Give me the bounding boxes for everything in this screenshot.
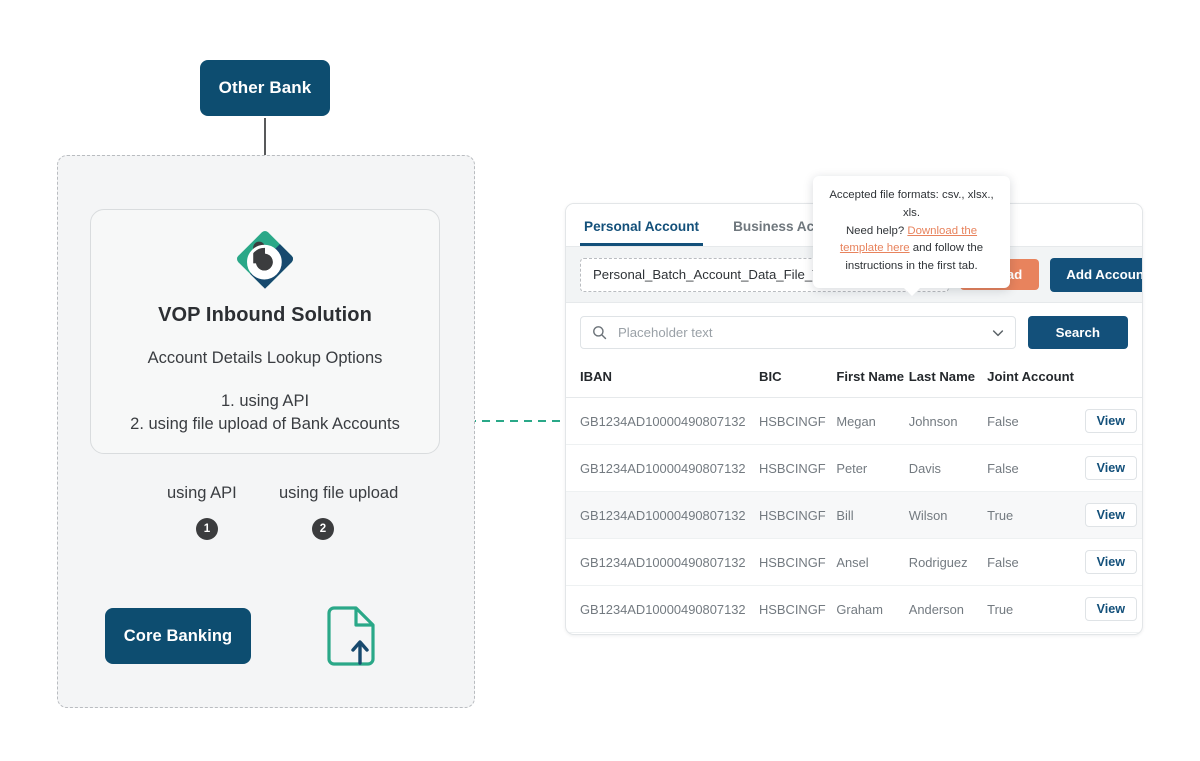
accounts-table: IBAN BIC First Name Last Name Joint Acco… — [566, 363, 1142, 635]
vop-option-2: 2. using file upload of Bank Accounts — [130, 415, 400, 434]
search-button[interactable]: Search — [1027, 316, 1128, 349]
vop-subtitle: Account Details Lookup Options — [147, 349, 383, 367]
view-button[interactable]: View — [1084, 456, 1138, 480]
cell-actions: View — [1079, 538, 1142, 586]
cell-last-name: Wilson — [908, 491, 988, 539]
cell-joint-account: True — [987, 585, 1080, 633]
cell-first-name: Ansel — [836, 538, 909, 586]
file-upload-icon — [327, 606, 375, 666]
cell-actions: View — [1079, 585, 1142, 633]
cell-first-name: Bill — [836, 491, 909, 539]
cell-first-name: Peter — [836, 444, 909, 492]
cell-actions: View — [1079, 397, 1142, 445]
cell-bic: HSBCINGF — [759, 585, 837, 633]
edge-label-using-api: using API — [167, 484, 237, 502]
other-bank-node[interactable]: Other Bank — [200, 60, 330, 116]
cell-last-name: Anderson — [908, 585, 988, 633]
view-button[interactable]: View — [1084, 550, 1138, 574]
core-banking-node[interactable]: Core Banking — [105, 608, 251, 664]
table-row[interactable]: GB1234AD10573220807132HSBCINGFHarrySmith… — [566, 633, 1142, 635]
vop-brand-logo-icon — [236, 230, 294, 289]
cell-bic: HSBCINGF — [759, 491, 837, 539]
cell-iban: GB1234AD10000490807132 — [566, 585, 759, 633]
cell-first-name: Harry — [836, 633, 908, 635]
other-bank-label: Other Bank — [218, 78, 312, 97]
cell-actions: View — [1080, 633, 1142, 635]
search-input[interactable] — [616, 324, 991, 341]
tooltip-line-1: Accepted file formats: csv., xlsx., xls. — [829, 189, 994, 219]
tooltip-text-before: Need help? — [845, 224, 908, 237]
chevron-down-icon[interactable] — [991, 326, 1005, 340]
tab-personal-account[interactable]: Personal Account — [580, 219, 704, 246]
table-head: IBAN BIC First Name Last Name Joint Acco… — [566, 363, 1142, 398]
cell-iban: GB1234AD10000490807132 — [566, 397, 759, 445]
cell-joint-account: False — [987, 538, 1080, 586]
cell-actions: View — [1079, 444, 1142, 492]
column-header-first-name: First Name — [836, 363, 909, 398]
add-account-button[interactable]: Add Account — [1050, 257, 1142, 292]
cell-iban: GB1234AD10000490807132 — [566, 491, 759, 539]
cell-joint-account: False — [987, 444, 1080, 492]
cell-last-name: Smith — [909, 633, 987, 635]
cell-bic: HSBCINGF — [759, 538, 837, 586]
cell-last-name: Rodriguez — [908, 538, 988, 586]
column-header-bic: BIC — [759, 363, 837, 398]
cell-bic: HSBCINGF — [759, 397, 837, 445]
tooltip-text-after: and follow the instructions in the first… — [845, 242, 984, 273]
table-header-row: IBAN BIC First Name Last Name Joint Acco… — [566, 363, 1142, 398]
download-template-link[interactable]: Download the template here — [839, 224, 978, 255]
column-header-joint-account: Joint Account — [987, 363, 1080, 398]
search-icon — [593, 326, 607, 340]
vop-title: VOP Inbound Solution — [158, 304, 372, 326]
column-header-last-name: Last Name — [908, 363, 988, 398]
vop-option-1: 1. using API — [220, 392, 310, 410]
view-button[interactable]: View — [1084, 597, 1138, 621]
cell-joint-account: False — [987, 633, 1079, 635]
core-banking-label: Core Banking — [123, 626, 233, 645]
cell-bic: HSBCINGF — [759, 633, 836, 635]
column-header-actions — [1079, 363, 1142, 398]
view-button[interactable]: View — [1084, 409, 1138, 433]
cell-first-name: Graham — [836, 585, 909, 633]
step-badge-1: 1 — [196, 518, 218, 540]
cell-iban: GB1234AD10573220807132 — [566, 633, 759, 635]
cell-last-name: Johnson — [908, 397, 988, 445]
edge-label-using-file-upload: using file upload — [279, 484, 399, 502]
column-header-iban: IBAN — [566, 363, 759, 398]
cell-last-name: Davis — [908, 444, 988, 492]
vop-inbound-solution-card: VOP Inbound Solution Account Details Loo… — [90, 209, 440, 454]
cell-first-name: Megan — [836, 397, 909, 445]
search-row: Search — [566, 303, 1142, 363]
view-button[interactable]: View — [1084, 503, 1138, 527]
cell-iban: GB1234AD10000490807132 — [566, 444, 759, 492]
step-badge-2: 2 — [312, 518, 334, 540]
search-field-wrapper[interactable] — [580, 316, 1016, 349]
file-format-tooltip: Accepted file formats: csv., xlsx., xls.… — [813, 176, 1010, 296]
cell-actions: View — [1079, 491, 1142, 539]
cell-joint-account: False — [987, 397, 1080, 445]
cell-bic: HSBCINGF — [759, 444, 837, 492]
tooltip-line-2: Need help? Download the template here an… — [825, 223, 998, 276]
cell-joint-account: True — [987, 491, 1080, 539]
cell-iban: GB1234AD10000490807132 — [566, 538, 759, 586]
accounts-panel: Personal Account Business Account Person… — [565, 203, 1143, 635]
